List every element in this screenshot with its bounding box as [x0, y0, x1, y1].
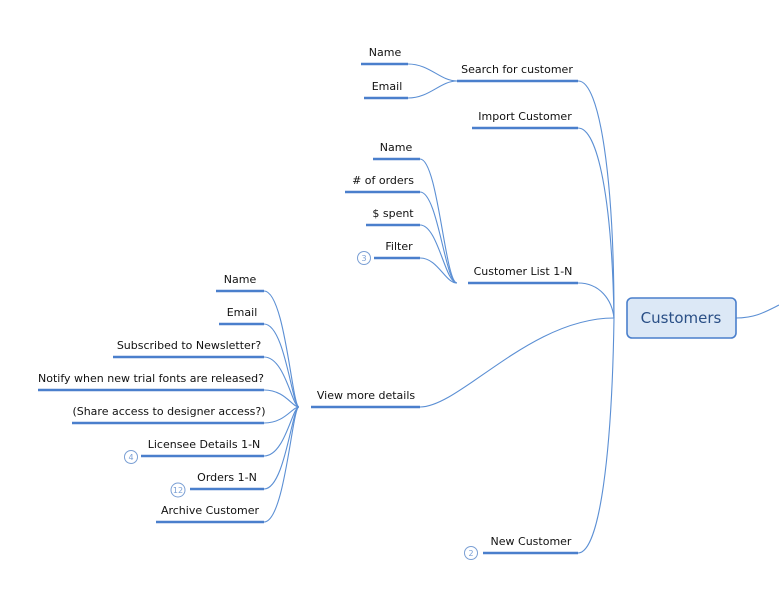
node-search-email-label: Email	[372, 80, 403, 93]
node-list-name[interactable]: Name	[373, 141, 420, 161]
node-new-customer[interactable]: New Customer 2	[464, 535, 579, 560]
node-details-share-label: (Share access to designer access?)	[72, 405, 265, 418]
node-list-orders-label: # of orders	[352, 174, 414, 187]
root-node-box	[626, 297, 737, 339]
connector-details-notify	[263, 389, 300, 408]
node-customer-list[interactable]: Customer List 1-N	[468, 265, 578, 285]
node-details-share[interactable]: (Share access to designer access?)	[72, 405, 266, 425]
node-details-archive-label: Archive Customer	[161, 504, 260, 517]
connector-list-spent	[419, 224, 458, 284]
connector-root-list	[577, 282, 615, 319]
node-search-name-label: Name	[369, 46, 402, 59]
node-search-name[interactable]: Name	[361, 46, 408, 66]
connector-details-licensee	[263, 406, 300, 457]
node-search-email[interactable]: Email	[364, 80, 408, 100]
node-details-orders-label: Orders 1-N	[197, 471, 257, 484]
node-details-newsletter-label: Subscribed to Newsletter?	[117, 339, 262, 352]
filter-count-badge[interactable]	[357, 251, 371, 265]
node-details-archive[interactable]: Archive Customer	[156, 504, 264, 524]
node-list-name-label: Name	[380, 141, 413, 154]
new-customer-count-badge-text: 2	[468, 549, 473, 558]
node-details-name-label: Name	[224, 273, 257, 286]
connector-details-orders	[263, 406, 300, 490]
connector-list-filter	[419, 257, 458, 284]
node-details-licensee[interactable]: Licensee Details 1-N 4	[124, 438, 265, 464]
connector-root-import	[577, 127, 615, 319]
node-details-newsletter[interactable]: Subscribed to Newsletter?	[113, 339, 264, 359]
connector-details-newsletter	[263, 356, 300, 408]
root-node-label: Customers	[641, 309, 722, 327]
filter-count-badge-text: 3	[361, 254, 366, 263]
node-details-notify-label: Notify when new trial fonts are released…	[38, 372, 264, 385]
licensee-count-badge[interactable]	[124, 450, 138, 464]
node-view-more-details[interactable]: View more details	[311, 389, 420, 409]
node-search-for-customer[interactable]: Search for customer	[457, 63, 578, 83]
connector-root-details	[419, 317, 615, 408]
node-import-label: Import Customer	[478, 110, 572, 123]
node-details-label: View more details	[317, 389, 416, 402]
node-details-orders[interactable]: Orders 1-N 12	[170, 471, 264, 498]
connector-search-name	[407, 63, 458, 82]
node-search-label: Search for customer	[461, 63, 573, 76]
node-import-customer[interactable]: Import Customer	[472, 110, 578, 130]
connector-details-archive	[263, 406, 300, 523]
licensee-count-badge-text: 4	[128, 453, 133, 462]
node-list-filter[interactable]: Filter 3	[357, 240, 421, 265]
node-details-email[interactable]: Email	[219, 306, 264, 326]
node-details-email-label: Email	[227, 306, 258, 319]
new-customer-count-badge[interactable]	[464, 546, 478, 560]
node-list-spent[interactable]: $ spent	[366, 207, 420, 227]
node-details-notify[interactable]: Notify when new trial fonts are released…	[38, 372, 264, 392]
node-list-label: Customer List 1-N	[474, 265, 573, 278]
connector-list-name	[419, 158, 458, 284]
node-list-orders[interactable]: # of orders	[345, 174, 420, 194]
node-list-filter-label: Filter	[385, 240, 413, 253]
node-new-label: New Customer	[491, 535, 572, 548]
connector-search-email	[407, 80, 458, 99]
node-list-spent-label: $ spent	[372, 207, 414, 220]
orders-count-badge[interactable]	[170, 482, 186, 498]
root-node[interactable]: Customers	[626, 297, 737, 339]
connector-root-new	[577, 317, 615, 554]
connector-list-orders	[419, 191, 458, 284]
connector-root-tail	[735, 304, 779, 319]
orders-count-badge-text: 12	[173, 486, 183, 495]
node-details-name[interactable]: Name	[216, 273, 264, 293]
node-details-licensee-label: Licensee Details 1-N	[148, 438, 261, 451]
connector-root-search	[577, 80, 615, 319]
connector-lines	[263, 63, 779, 554]
